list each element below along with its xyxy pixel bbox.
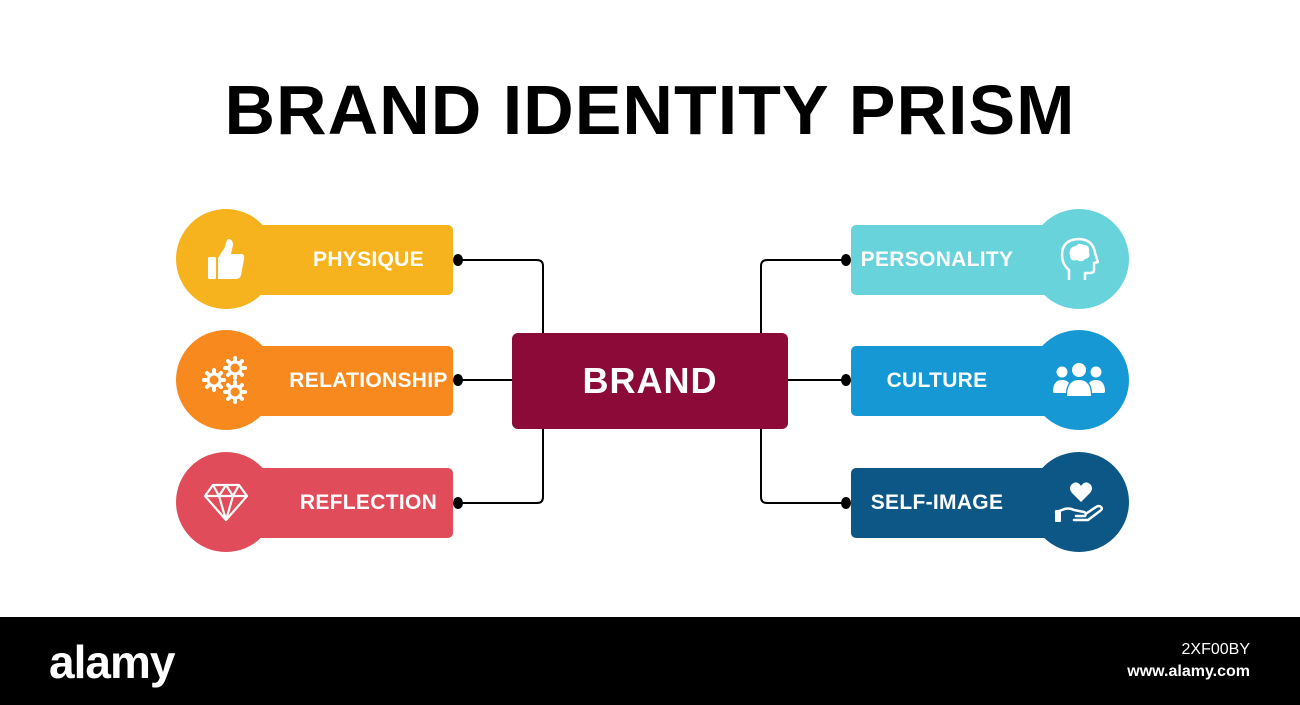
image-code: 2XF00BY	[1181, 641, 1250, 658]
connector-dot	[841, 374, 851, 386]
item-self-image: SELF-IMAGE	[851, 452, 1129, 552]
item-relationship: RELATIONSHIP	[176, 330, 453, 430]
connector-dot	[841, 497, 851, 509]
item-circle	[176, 209, 276, 309]
center-brand-box: BRAND	[512, 333, 788, 429]
group-icon	[1053, 363, 1105, 396]
item-circle	[1029, 330, 1129, 430]
footer-url: www.alamy.com	[1127, 663, 1250, 680]
connector-physique	[458, 259, 544, 333]
center-label: BRAND	[582, 360, 718, 401]
connector-dot	[841, 254, 851, 266]
item-label: PERSONALITY	[860, 248, 1014, 271]
item-label: REFLECTION	[299, 491, 438, 514]
item-reflection: REFLECTION	[176, 452, 453, 552]
thumbs-up-icon	[208, 239, 245, 279]
item-label: RELATIONSHIP	[289, 369, 448, 392]
connector-dot	[453, 254, 463, 266]
connector-personality	[760, 259, 846, 333]
page-title: BRAND IDENTITY PRISM	[224, 71, 1076, 149]
gears-icon	[202, 356, 247, 404]
head-brain-icon	[1060, 237, 1099, 280]
item-label: CULTURE	[886, 369, 988, 392]
item-physique: PHYSIQUE	[176, 209, 453, 309]
footer-bar: alamy 2XF00BY www.alamy.com	[0, 617, 1300, 705]
item-personality: PERSONALITY	[851, 209, 1129, 309]
connector-self-image	[760, 429, 846, 504]
item-label: SELF-IMAGE	[870, 491, 1004, 514]
item-circle	[1029, 452, 1129, 552]
item-circle	[1029, 209, 1129, 309]
item-culture: CULTURE	[851, 330, 1129, 430]
connector-reflection	[458, 429, 544, 504]
connector-dot	[453, 497, 463, 509]
item-circle	[176, 330, 276, 430]
hand-heart-icon	[1054, 482, 1104, 522]
item-circle	[176, 452, 276, 552]
alamy-logo: alamy	[49, 636, 175, 688]
item-label: PHYSIQUE	[313, 248, 424, 271]
connector-dot	[453, 374, 463, 386]
diamond-icon	[203, 483, 249, 522]
